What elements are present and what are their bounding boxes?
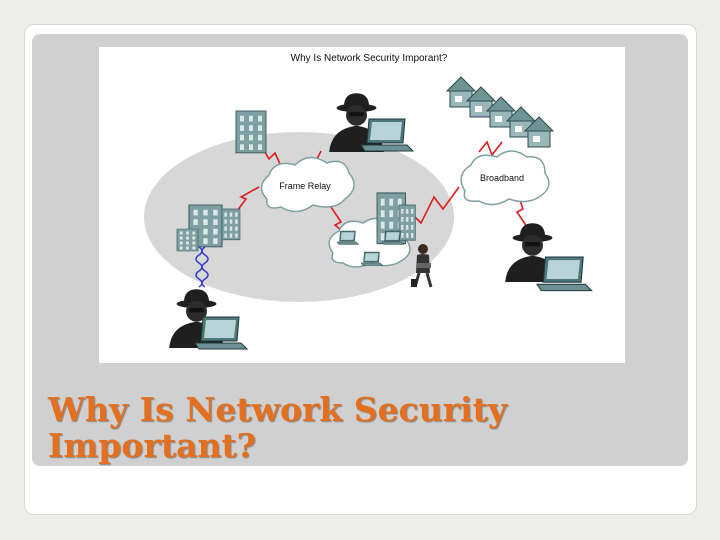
frame-relay-cloud: Frame Relay <box>260 156 355 213</box>
office-building-icon <box>235 110 267 154</box>
office-building-icon <box>398 204 416 241</box>
wireless-link <box>195 246 209 288</box>
mobile-user-icon <box>411 244 433 288</box>
office-building-icon <box>221 208 241 241</box>
diagram-heading: Why Is Network Security Imporant? <box>291 53 448 64</box>
slide-title-line2: Important? <box>48 426 257 465</box>
broadband-cloud: Broadband <box>460 150 550 206</box>
network-diagram: Why Is Network Security Imporant? Frame … <box>99 47 625 363</box>
frame-relay-label: Frame Relay <box>279 181 331 191</box>
slide-title: Why Is Network Security Important? <box>48 392 668 464</box>
slide-title-line1: Why Is Network Security <box>48 390 508 429</box>
office-building-icon <box>176 228 199 252</box>
broadband-label: Broadband <box>480 173 524 183</box>
